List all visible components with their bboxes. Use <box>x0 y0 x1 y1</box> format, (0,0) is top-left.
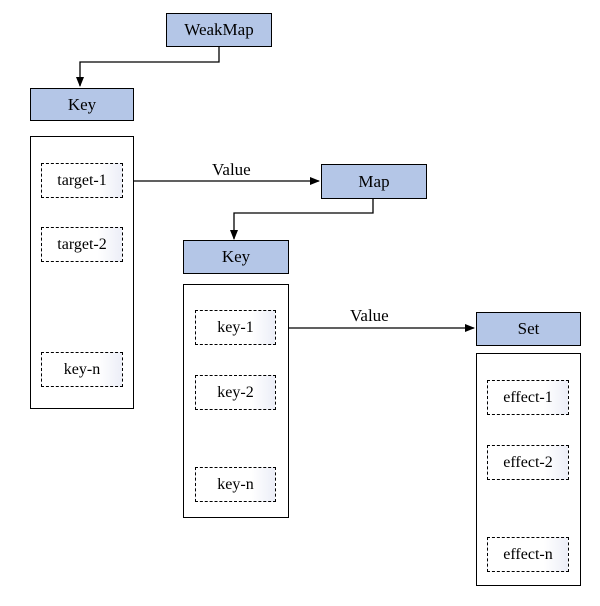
level2-key-header: Key <box>183 240 289 274</box>
level1-item-label: key-n <box>63 360 101 378</box>
map-label: Map <box>358 171 390 191</box>
level3-item-label: effect-1 <box>503 388 553 406</box>
set-node: Set <box>476 312 581 346</box>
level2-item-label: key-2 <box>217 383 254 401</box>
level3-item-effect-2: effect-2 <box>487 445 569 480</box>
level1-item-label: target-1 <box>57 171 107 189</box>
level1-key-label: Key <box>67 94 97 114</box>
level2-key-label: Key <box>221 247 251 266</box>
level1-item-label: target-2 <box>57 235 107 253</box>
level2-item-key-1: key-1 <box>195 310 276 345</box>
set-label: Set <box>517 319 540 338</box>
weakmap-label: WeakMap <box>184 20 254 39</box>
level3-item-effect-1: effect-1 <box>487 380 569 415</box>
level1-item-target-2: target-2 <box>41 227 123 262</box>
map-node: Map <box>321 164 427 199</box>
level1-item-key-n: key-n <box>41 352 123 387</box>
level1-item-target-1: target-1 <box>41 163 123 198</box>
level1-value-label: Value <box>212 160 251 179</box>
level3-item-label: effect-n <box>503 545 553 563</box>
weakmap-node: WeakMap <box>166 13 272 47</box>
level2-item-key-n: key-n <box>195 467 276 502</box>
level3-item-effect-n: effect-n <box>487 537 569 572</box>
level1-key-header: Key <box>30 88 134 121</box>
weakmap-to-key-arrow <box>76 47 220 87</box>
level2-item-label: key-n <box>217 475 254 493</box>
level2-value-label: Value <box>350 306 389 325</box>
map-to-key-arrow <box>230 199 374 240</box>
level2-item-key-2: key-2 <box>195 375 276 410</box>
level2-item-label: key-1 <box>217 318 254 336</box>
level3-item-label: effect-2 <box>503 453 553 471</box>
